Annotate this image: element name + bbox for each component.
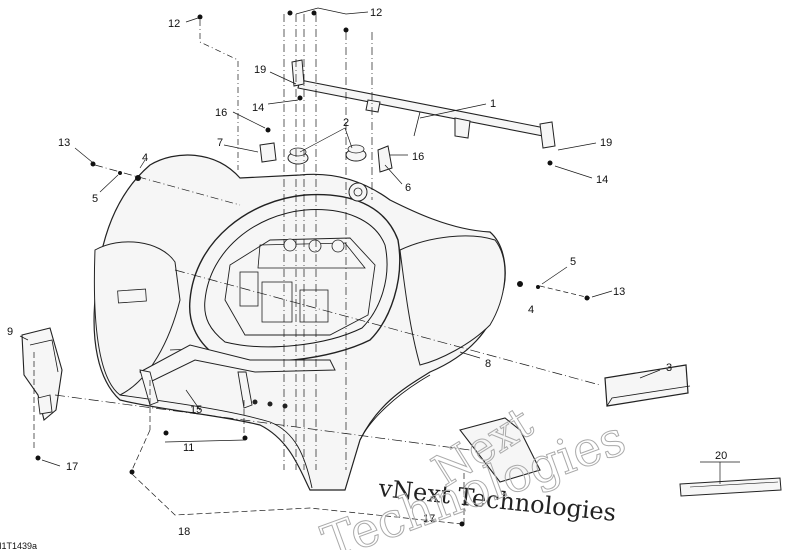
callout-11: 11 <box>183 442 194 454</box>
callout-12-right: 12 <box>370 7 382 19</box>
callout-1: 1 <box>490 98 496 110</box>
rear-fender-body <box>93 154 506 491</box>
callout-17-bottom: 17 <box>423 513 435 525</box>
callout-18: 18 <box>178 526 190 538</box>
part-6-bracket <box>377 145 393 173</box>
mounting-bracket-rail <box>139 344 336 409</box>
callout-12-left: 12 <box>168 18 180 30</box>
part-7-clip <box>259 142 277 163</box>
callout-13-left: 13 <box>58 137 70 149</box>
callout-6: 6 <box>405 182 411 194</box>
callout-3: 3 <box>666 362 672 374</box>
callout-16-left: 16 <box>215 107 227 119</box>
callout-19-right: 19 <box>600 137 612 149</box>
callout-2: 2 <box>343 117 349 129</box>
callout-9: 9 <box>7 326 13 338</box>
callout-14-right: 14 <box>596 174 608 186</box>
rear-cover-panel <box>459 417 541 483</box>
callout-8: 8 <box>485 358 491 370</box>
callout-15: 15 <box>190 404 202 416</box>
callout-7: 7 <box>217 137 223 149</box>
callout-19-left: 19 <box>254 64 266 76</box>
callout-14-left: 14 <box>252 102 264 114</box>
leader-lines <box>19 7 740 525</box>
callout-labels: 12 12 19 14 16 2 1 7 16 6 19 14 13 4 5 5… <box>7 7 727 538</box>
part-20-strip <box>679 477 782 497</box>
part-1-cross-bar <box>291 59 556 149</box>
callout-17-left: 17 <box>66 461 78 473</box>
callout-4-left: 4 <box>142 152 148 164</box>
callout-4-right: 4 <box>528 304 534 316</box>
part-3-pad <box>604 364 691 407</box>
callout-16-right: 16 <box>412 151 424 163</box>
callout-5-right: 5 <box>570 256 576 268</box>
part-2-plugs <box>287 144 367 165</box>
part-9-side-panel <box>21 327 63 421</box>
callout-20: 20 <box>715 450 727 462</box>
callout-5-left: 5 <box>92 193 98 205</box>
callout-13-right: 13 <box>613 286 625 298</box>
figure-code: M1T1439a <box>0 541 37 550</box>
